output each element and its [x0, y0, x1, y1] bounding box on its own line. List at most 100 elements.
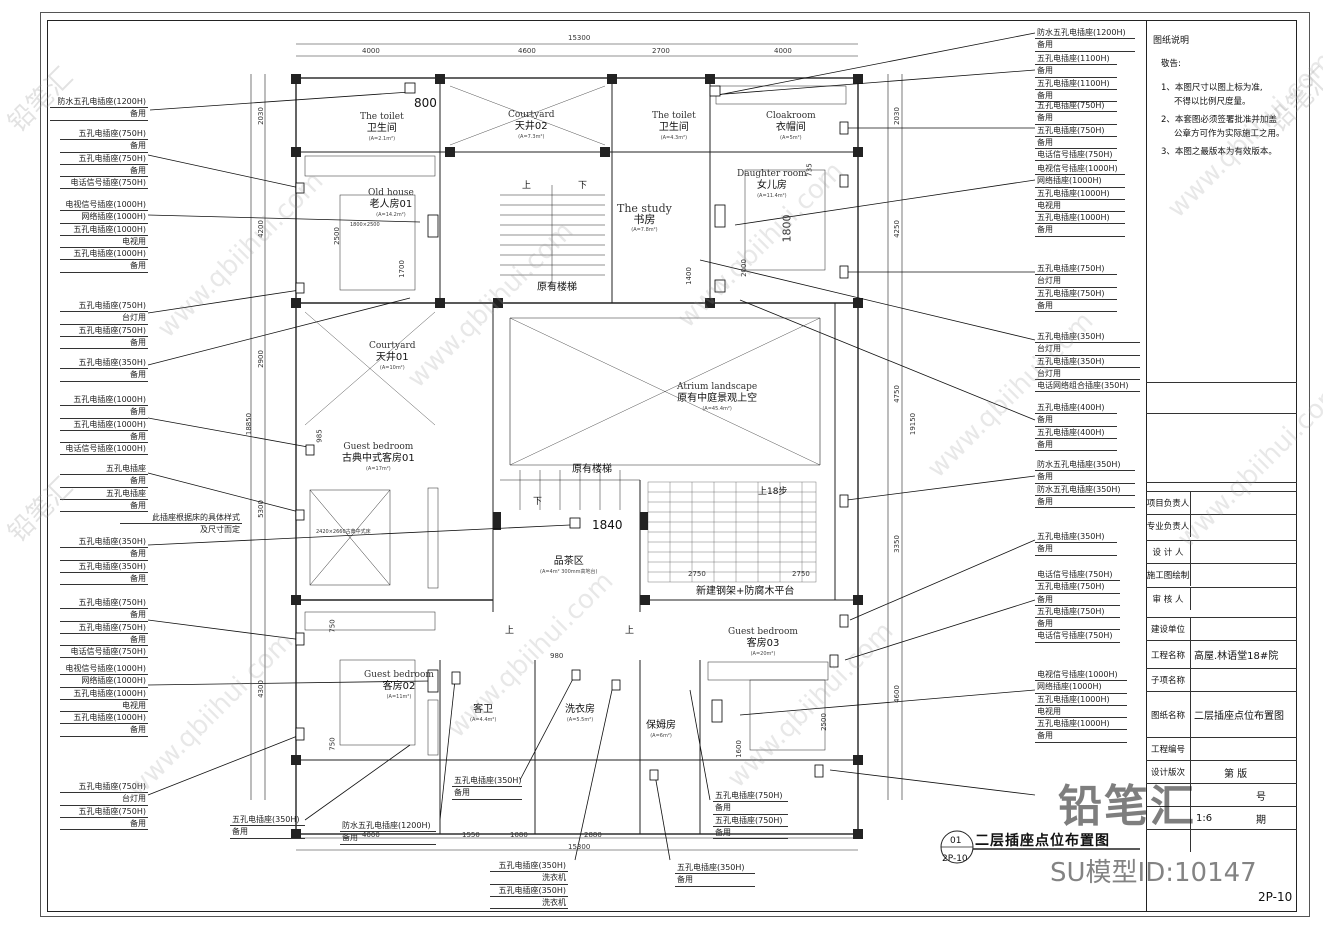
dim-left-2: 2900: [256, 350, 265, 368]
drawing-title: 二层插座点位布置图: [975, 833, 1110, 849]
room-laundry: 洗衣房(A=5.5m²): [565, 704, 595, 723]
room-stair-north: 原有楼梯: [537, 282, 577, 293]
title-block-row-4: 审 核 人: [1146, 587, 1297, 610]
title-block-row-10: 设计版次第 版: [1146, 760, 1297, 783]
title-block-note-3: 公章方可作为实际施工之用。: [1174, 129, 1285, 139]
annotation-right-4: 五孔电插座(750H)台灯用五孔电插座(750H)备用: [1035, 263, 1117, 313]
annotation-left-1: 五孔电插座(750H)备用五孔电插座(750H)备用电话信号插座(750H): [60, 128, 148, 190]
annotation-bottom-5: 五孔电插座(750H)备用五孔电插座(750H)备用: [713, 790, 788, 840]
dim-inner-750-b: 750: [328, 737, 337, 751]
annotation-right-5: 五孔电插座(350H)台灯用五孔电插座(350H)台灯用电话网络组合插座(350…: [1035, 331, 1140, 393]
annotation-bottom-2: 防水五孔电插座(1200H)备用: [340, 820, 436, 845]
dim-inner-1600: 1600: [734, 740, 743, 758]
title-block: [1146, 20, 1297, 912]
room-platform: 新建钢架+防腐木平台: [696, 586, 795, 597]
annotation-right-10: 电视信号插座(1000H)网络插座(1000H)五孔电插座(1000H)电视用五…: [1035, 669, 1127, 743]
model-id: SU模型ID:10147: [1050, 858, 1257, 888]
annotation-left-5: 五孔电插座(1000H)备用五孔电插座(1000H)备用电话信号插座(1000H…: [60, 394, 148, 456]
stair-up-north: 上: [522, 181, 532, 191]
annotation-left-10: 电视信号插座(1000H)网络插座(1000H)五孔电插座(1000H)电视用五…: [60, 663, 148, 737]
title-block-note-0: 1、本图尺寸以图上标为准,: [1161, 83, 1263, 93]
stair-up-west: 上: [505, 626, 515, 636]
dim-bottom-1: 1550: [462, 831, 480, 839]
annotation-bottom-3: 五孔电插座(350H)洗衣机五孔电插座(350H)洗衣机: [490, 860, 568, 910]
outer-border: [40, 12, 1310, 917]
title-block-row-13: [1146, 829, 1297, 852]
dim-right-4: 4600: [892, 685, 901, 703]
dim-left-3: 5300: [256, 500, 265, 518]
annotation-left-7: 此插座根据床的具体样式及尺寸而定: [120, 512, 242, 536]
dim-inner-2500-b: 2500: [819, 713, 828, 731]
title-block-row-9: 工程编号: [1146, 737, 1297, 760]
dim-top-0: 4000: [362, 47, 380, 55]
title-block-note-4: 3、本图之最版本为有效版本。: [1161, 147, 1277, 157]
dim-bottom-3: 2880: [584, 831, 602, 839]
annotation-left-8: 五孔电插座(350H)备用五孔电插座(350H)备用: [60, 536, 148, 586]
title-block-divider-3: [1146, 482, 1297, 483]
stair-up18: 上18步: [758, 487, 788, 497]
dim-right-2: 4750: [892, 385, 901, 403]
dim-right-3: 3350: [892, 535, 901, 553]
dim-top-total: 15300: [568, 34, 591, 42]
annotation-left-3: 五孔电插座(750H)台灯用五孔电插座(750H)备用: [60, 300, 148, 350]
page-number: 2P-10: [1258, 890, 1293, 904]
drawing-frame: [47, 20, 1297, 912]
room-tea-area: 品茶区(A=4m² 300mm高地台): [540, 556, 598, 575]
dim-inner-1700: 1700: [397, 260, 406, 278]
title-block-row-0: 项目负责人: [1146, 491, 1297, 514]
annotation-right-0: 防水五孔电插座(1200H)备用: [1035, 27, 1135, 52]
title-block-row-11: 号: [1146, 783, 1297, 806]
room-nanny: 保姆房(A=6m²): [646, 720, 676, 739]
annotation-right-6: 五孔电插座(400H)备用五孔电插座(400H)备用: [1035, 402, 1117, 452]
title-block-divider-1: [1146, 382, 1297, 383]
title-block-row-3: 施工图绘制: [1146, 563, 1297, 586]
brand-logo-text: 铅笔汇: [1058, 781, 1196, 832]
annotation-right-7: 防水五孔电插座(350H)备用防水五孔电插座(350H)备用: [1035, 459, 1135, 509]
title-block-row-6: 工程名称高屋.林语堂18#院: [1146, 640, 1297, 668]
dim-inner-1840: 1840: [592, 518, 623, 532]
annotation-right-1: 五孔电插座(1100H)备用五孔电插座(1100H)备用: [1035, 53, 1117, 103]
annotation-right-2: 五孔电插座(750H)备用五孔电插座(750H)备用电话信号插座(750H): [1035, 100, 1117, 162]
annotation-left-2: 电视信号插座(1000H)网络插座(1000H)五孔电插座(1000H)电视用五…: [60, 199, 148, 273]
title-block-row-7: 子项名称: [1146, 668, 1297, 691]
dim-bottom-0: 4000: [362, 831, 380, 839]
annotation-right-3: 电视信号插座(1000H)网络插座(1000H)五孔电插座(1000H)电视用五…: [1035, 163, 1125, 237]
dim-inner-1800: 1800: [780, 214, 794, 243]
bed-note: 2420×2660古典中式床: [316, 529, 371, 535]
dim-right-0: 2030: [892, 107, 901, 125]
dim-top-3: 4000: [774, 47, 792, 55]
title-ref-sheet: 2P-10: [942, 854, 968, 864]
dim-left-4: 4300: [256, 680, 265, 698]
dim-left-1: 4200: [256, 220, 265, 238]
stair-down-north: 下: [578, 181, 588, 191]
room-stair-central: 原有楼梯: [572, 464, 612, 475]
dim-right-1: 4250: [892, 220, 901, 238]
dim-right-total: 19150: [909, 412, 918, 436]
dim-bottom-total: 15300: [568, 843, 591, 851]
annotation-left-0: 防水五孔电插座(1200H)备用: [50, 96, 148, 121]
dim-inner-2000: 2000: [739, 259, 748, 277]
annotation-bottom-4: 五孔电插座(350H)备用: [675, 862, 755, 887]
annotation-right-8: 五孔电插座(350H)备用: [1035, 531, 1117, 556]
dim-inner-750-a: 750: [328, 619, 337, 633]
title-ref-num: 01: [950, 836, 962, 846]
annotation-left-4: 五孔电插座(350H)备用: [60, 357, 148, 382]
dim-inner-800: 800: [414, 96, 437, 110]
annotation-right-9: 电话信号插座(750H)五孔电插座(750H)备用五孔电插座(750H)备用电话…: [1035, 569, 1120, 643]
annotation-bottom-1: 五孔电插座(350H)备用: [230, 814, 305, 839]
room-guest-bath: 客卫(A=4.4m²): [470, 704, 497, 723]
dim-inner-2750-a: 2750: [688, 570, 706, 578]
annotation-left-9: 五孔电插座(750H)备用五孔电插座(750H)备用电话信号插座(750H): [60, 597, 148, 659]
title-block-row-1: 专业负责人: [1146, 514, 1297, 537]
dim-left-total: 18850: [245, 412, 254, 436]
